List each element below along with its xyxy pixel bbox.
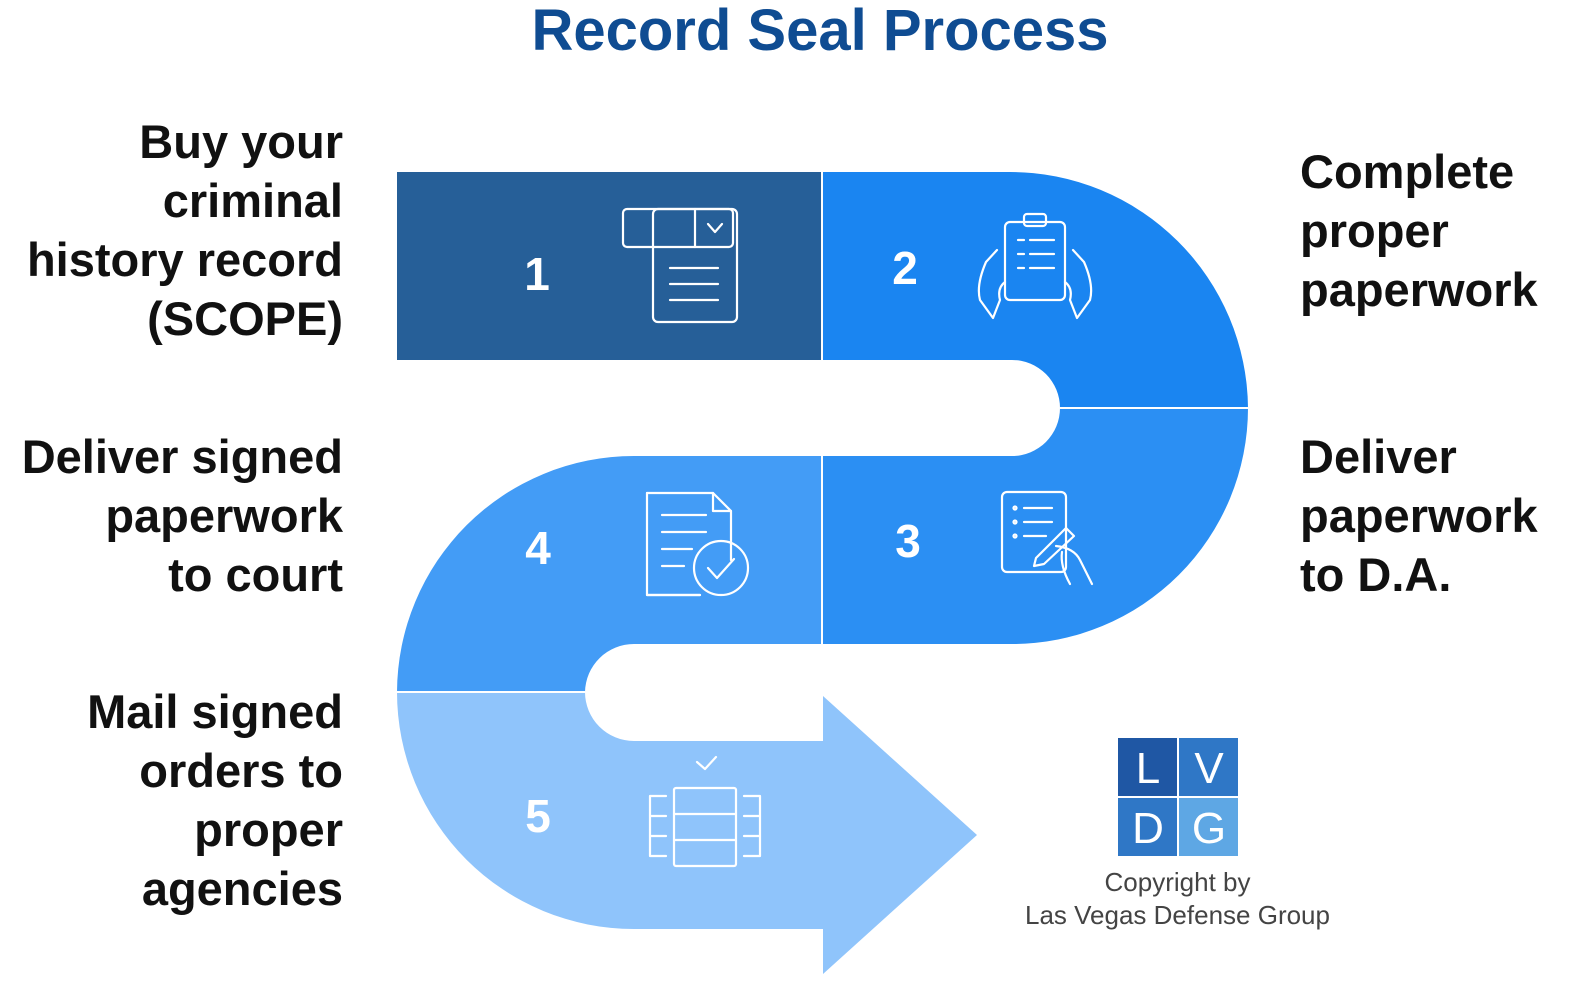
lvdg-logo: L V D G: [1118, 738, 1238, 856]
step-5-label-line: Mail signed: [87, 685, 343, 738]
step-2-label-line: proper: [1300, 204, 1449, 257]
step-1-label-line: Buy your: [139, 115, 343, 168]
logo-letter-g: G: [1192, 804, 1226, 853]
logo-letter-d: D: [1132, 804, 1164, 853]
step-1-label-line: criminal: [162, 174, 343, 227]
step-1-block: [397, 172, 822, 360]
step-3-block: [822, 408, 1248, 644]
step-3-label-line: to D.A.: [1300, 548, 1452, 601]
step-5-label: Mail signed orders to proper agencies: [87, 682, 343, 918]
step-4-label: Deliver signed paperwork to court: [22, 427, 343, 604]
step-4-number: 4: [525, 522, 551, 574]
page-title: Record Seal Process: [531, 0, 1109, 63]
document-checkmark-icon: [645, 491, 750, 597]
hands-clipboard-icon: [977, 212, 1093, 320]
step-2-block: [822, 172, 1248, 408]
step-2-label-line: paperwork: [1300, 263, 1538, 316]
step-3-label-line: paperwork: [1300, 489, 1538, 542]
copyright-line: Las Vegas Defense Group: [1025, 900, 1330, 930]
step-5-label-line: agencies: [141, 862, 343, 915]
logo-letter-v: V: [1194, 744, 1224, 793]
step-4-block: [397, 456, 822, 692]
copyright-line: Copyright by: [1104, 867, 1251, 897]
step-1-label-line: history record: [26, 233, 343, 286]
step-3-number: 3: [895, 515, 921, 567]
step-5-arrow: [397, 692, 977, 974]
copyright-notice: Copyright by Las Vegas Defense Group: [1000, 866, 1355, 932]
step-4-label-line: to court: [168, 548, 343, 601]
step-2-number: 2: [892, 242, 918, 294]
step-3-label-line: Deliver: [1300, 430, 1457, 483]
document-signing-hand-icon: [1000, 490, 1094, 586]
step-5-label-line: orders to: [139, 744, 343, 797]
segment-dividers: [397, 172, 1248, 693]
step-4-label-line: Deliver signed: [21, 430, 343, 483]
step-1-label: Buy your criminal history record (SCOPE): [27, 112, 343, 348]
step-5-label-line: proper: [194, 803, 343, 856]
step-2-label-line: Complete: [1300, 145, 1515, 198]
step-2-label: Complete proper paperwork: [1300, 142, 1538, 319]
step-5-number: 5: [525, 790, 551, 842]
step-3-label: Deliver paperwork to D.A.: [1300, 427, 1538, 604]
step-4-label-line: paperwork: [105, 489, 343, 542]
step-1-label-line: (SCOPE): [147, 292, 343, 345]
filing-cabinet-check-icon: [648, 755, 762, 868]
step-1-number: 1: [524, 248, 550, 300]
form-dropdown-document-icon: [621, 207, 739, 324]
logo-letter-l: L: [1136, 744, 1160, 793]
